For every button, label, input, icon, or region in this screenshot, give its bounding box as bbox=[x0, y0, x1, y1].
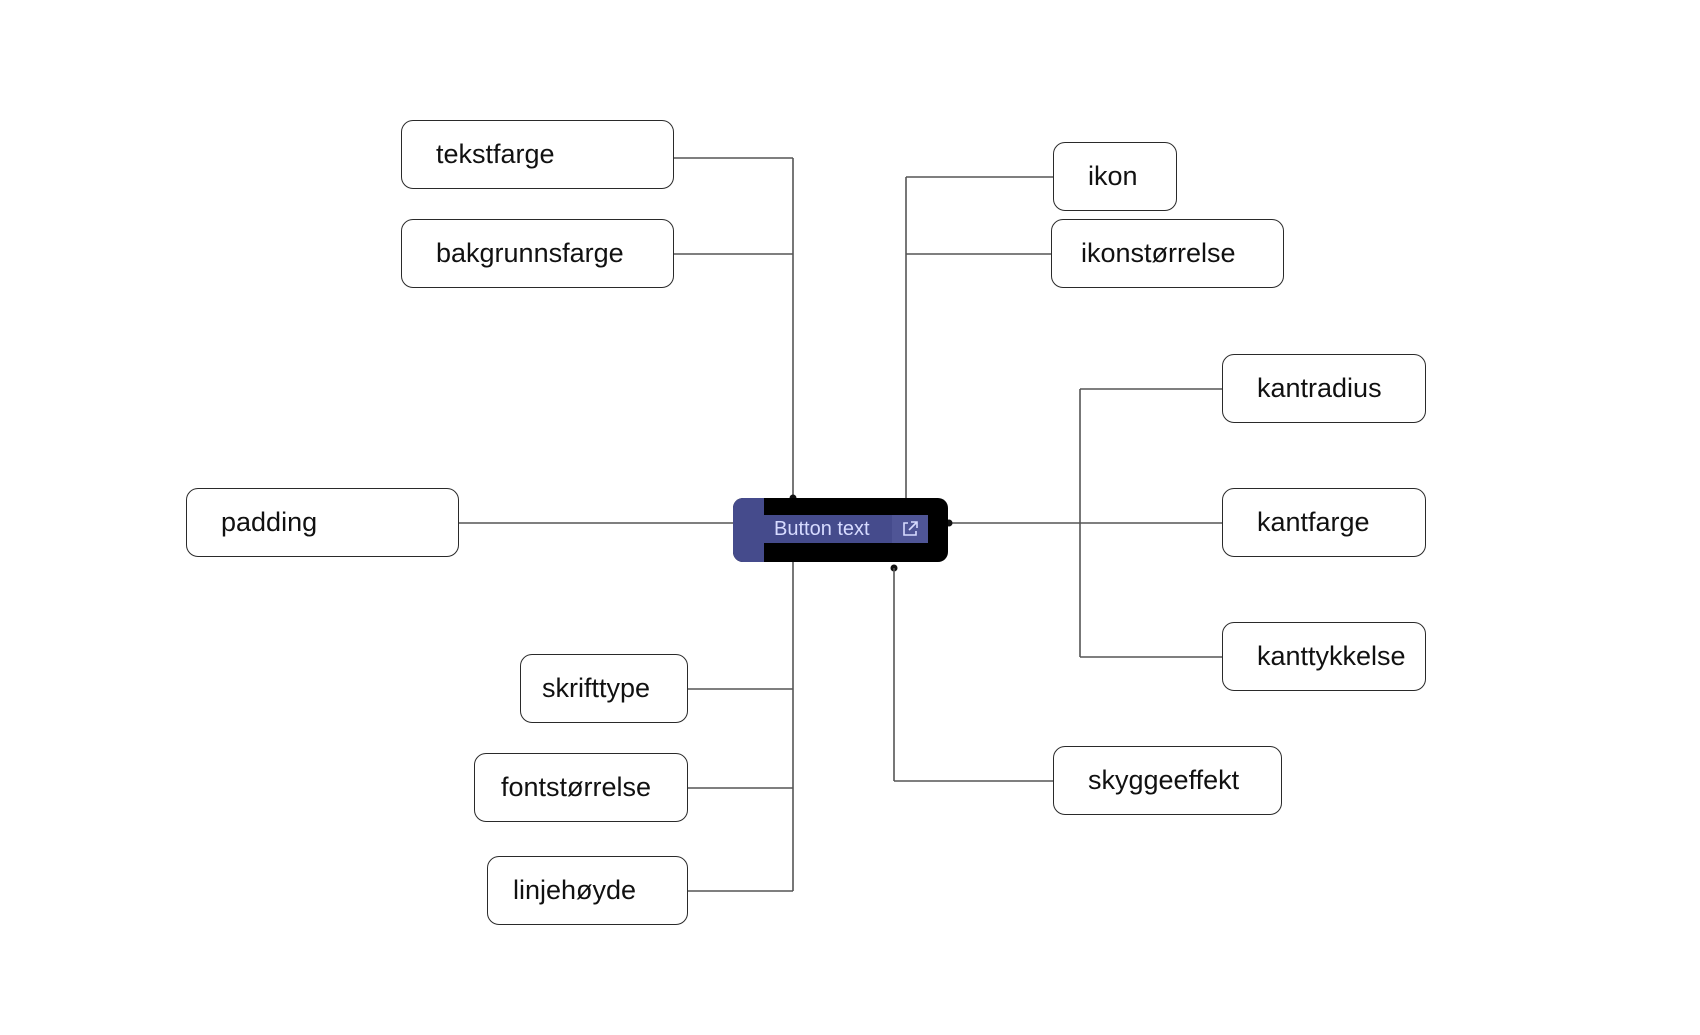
node-kantfarge: kantfarge bbox=[1222, 488, 1426, 557]
node-kantradius: kantradius bbox=[1222, 354, 1426, 423]
node-ikon: ikon bbox=[1053, 142, 1177, 211]
node-padding: padding bbox=[186, 488, 459, 557]
node-tekstfarge: tekstfarge bbox=[401, 120, 674, 189]
button-anatomy-example[interactable]: Button text bbox=[733, 498, 948, 562]
node-kanttykkelse: kanttykkelse bbox=[1222, 622, 1426, 691]
node-linjehoyde: linjehøyde bbox=[487, 856, 688, 925]
padding-highlight bbox=[733, 498, 764, 562]
node-fontstorrelse: fontstørrelse bbox=[474, 753, 688, 822]
node-skyggeeffekt: skyggeeffekt bbox=[1053, 746, 1282, 815]
node-ikonstorrelse: ikonstørrelse bbox=[1051, 219, 1284, 288]
node-bakgrunnsfarge: bakgrunnsfarge bbox=[401, 219, 674, 288]
button-label: Button text bbox=[764, 515, 898, 543]
external-link-icon bbox=[892, 515, 928, 543]
node-skrifttype: skrifttype bbox=[520, 654, 688, 723]
